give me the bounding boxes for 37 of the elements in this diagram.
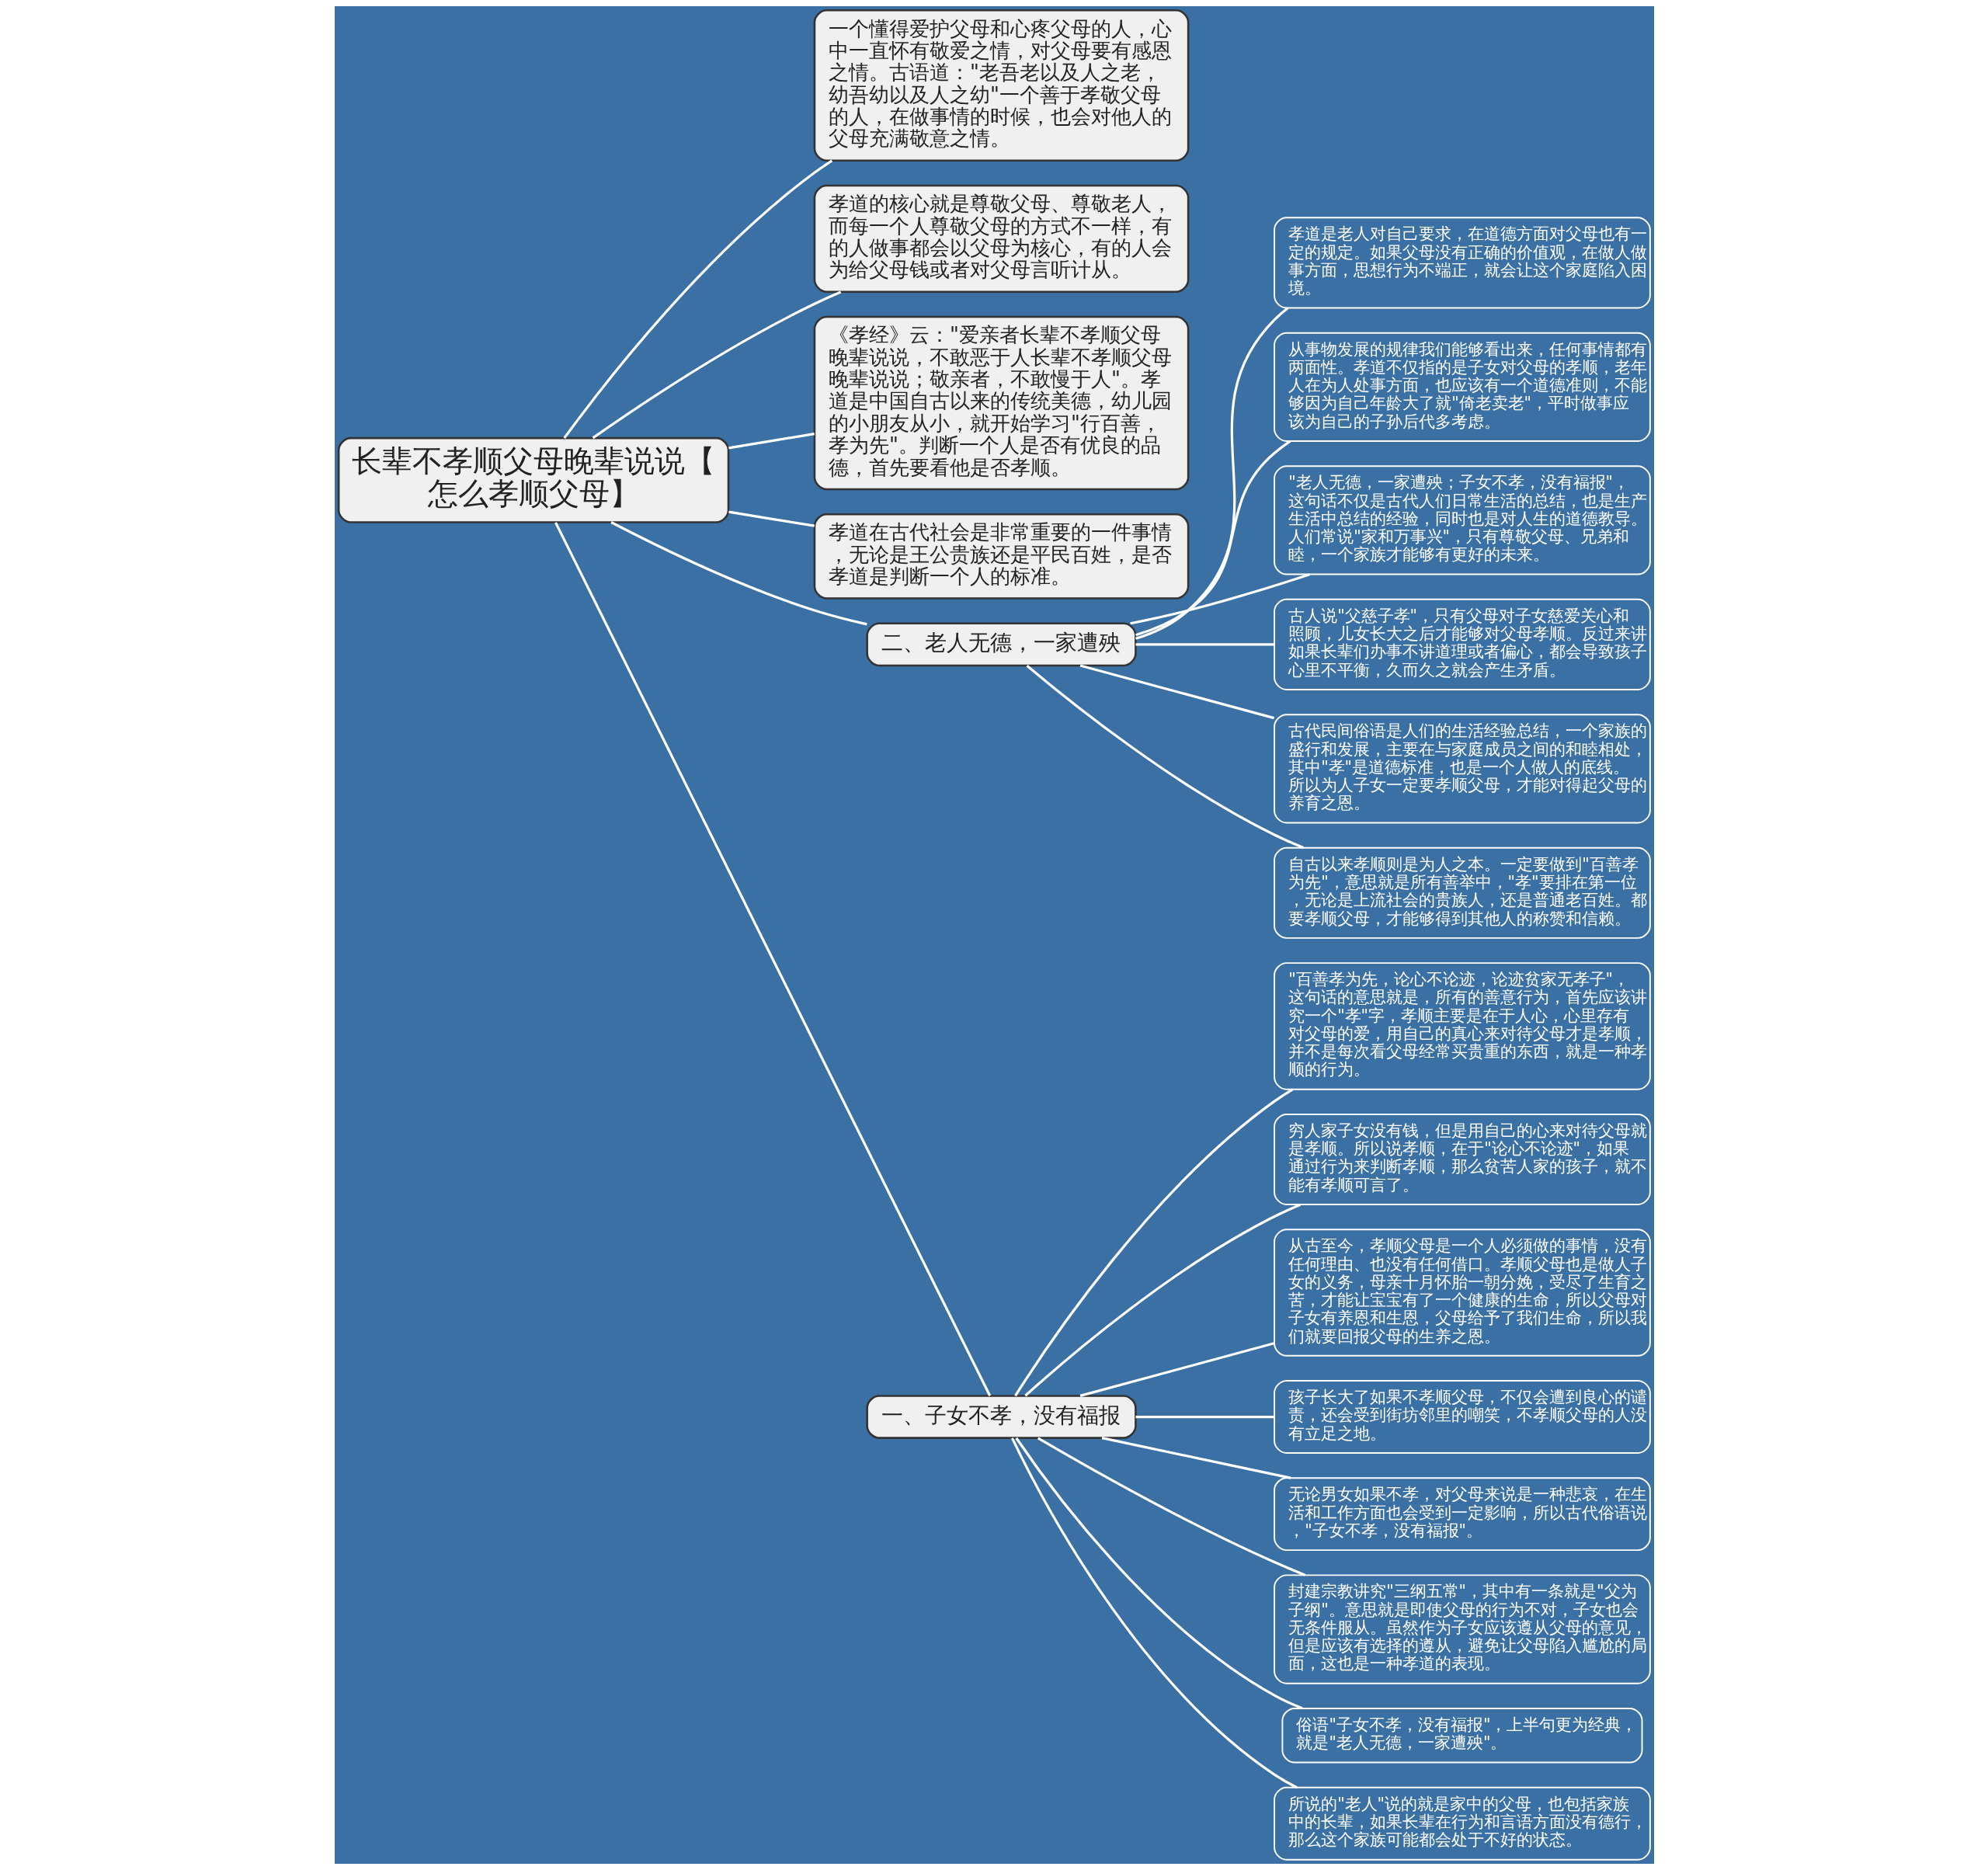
connector bbox=[1135, 440, 1291, 637]
node-box: 古代民间俗语是人们的生活经验总结，一个家族的盛行和发展，主要在与家庭成员之间的和睦相处，其中"孝"是道德标准，也是一个人做人的底线。所以为人子女一定要孝顺父母，才能对得起父母的养育之恩。 bbox=[1273, 714, 1651, 824]
node-box: 一、子女不孝，没有福报 bbox=[865, 1395, 1137, 1439]
connector bbox=[1014, 1437, 1303, 1710]
node-box: 无论男女如果不孝，对父母来说是一种悲哀，在生活和工作方面也会受到一定影响，所以古代俗语说，"子女不孝，没有福报"。 bbox=[1273, 1477, 1651, 1552]
node-box: 孝道在古代社会是非常重要的一件事情，无论是王公贵族还是平民百姓，是否孝道是判断一个人的标准。 bbox=[813, 513, 1189, 600]
connector bbox=[1135, 643, 1274, 646]
connector bbox=[1079, 1342, 1274, 1397]
node-box: 孝道是老人对自己要求，在道德方面对父母也有一定的规定。如果父母没有正确的价值观，在做人做事方面，思想行为不端正，就会让这个家庭陷入困境。 bbox=[1273, 217, 1651, 309]
node-box: "百善孝为先，论心不论迹，论迹贫家无孝子"，这句话的意思就是，所有的善意行为，首先应该讲究一个"孝"字，孝顺主要是在于人心，心里存有对父母的爱，用自己的真心来对待父母才是孝顺，并不是每次看父母经常买贵重的东西，就是一种孝顺的行为。 bbox=[1273, 962, 1651, 1090]
connector bbox=[554, 522, 991, 1397]
connector bbox=[1135, 1415, 1274, 1419]
node-box: 从古至今，孝顺父母是一个人必须做的事情，没有任何理由、也没有任何借口。孝顺父母也是做人子女的义务，母亲十月怀胎一朝分娩，受尽了生育之苦，才能让宝宝有了一个健康的生命，所以父母对子女有养恩和生恩，父母给予了我们生命，所以我们就要回报父母的生养之恩。 bbox=[1273, 1229, 1651, 1357]
node-box: 长辈不孝顺父母晚辈说说【怎么孝顺父母】 bbox=[337, 436, 729, 523]
node-box: 一个懂得爱护父母和心疼父母的人，心中一直怀有敬爱之情，对父母要有感恩之情。古语道："老吾老以及人之老，幼吾幼以及人之幼"一个善于孝敬父母的人，在做事情的时候，也会对他人的父母充满敬意之情。 bbox=[813, 9, 1189, 162]
node-box: "老人无德，一家遭殃；子女不孝，没有福报"，这句话不仅是古代人们日常生活的总结，也是生产生活中总结的经验，同时也是对人生的道德教导。人们常说"家和万事兴"，只有尊敬父母、兄弟和睦，一个家族才能够有更好的未来。 bbox=[1273, 465, 1651, 575]
connector bbox=[610, 521, 867, 626]
connector bbox=[1079, 664, 1274, 720]
node-box: 古人说"父慈子孝"，只有父母对子女慈爱关心和照顾，儿女长大之后才能够对父母孝顺。反过来讲如果长辈们办事不讲道理或者偏心，都会导致孩子心里不平衡，久而久之就会产生矛盾。 bbox=[1273, 598, 1651, 690]
node-box: 《孝经》云："爱亲者长辈不孝顺父母晚辈说说，不敢恶于人长辈不孝顺父母晚辈说说；敬亲者，不敢慢于人"。孝道是中国自古以来的传统美德，幼儿园的小朋友从小，就开始学习"行百善，孝为先"。判断一个人是否有优良的品德，首先要看他是否孝顺。 bbox=[813, 315, 1189, 491]
node-box: 穷人家子女没有钱，但是用自己的心来对待父母就是孝顺。所以说孝顺，在于"论心不论迹"，如果通过行为来判断孝顺，那么贫苦人家的孩子，就不能有孝顺可言了。 bbox=[1273, 1113, 1651, 1205]
node-box: 二、老人无德，一家遭殃 bbox=[865, 622, 1137, 667]
connector bbox=[1013, 1088, 1293, 1397]
node-box: 孝道的核心就是尊敬父母、尊敬老人，而每一个人尊敬父母的方式不一样，有的人做事都会以父母为核心，有的人会为给父母钱或者对父母言听计从。 bbox=[813, 184, 1189, 294]
node-box: 所说的"老人"说的就是家中的父母，也包括家族中的长辈，如果长辈在行为和言语方面没有德行，那么这个家族可能都会处于不好的状态。 bbox=[1273, 1786, 1651, 1861]
connector bbox=[1135, 307, 1288, 640]
node-box: 封建宗教讲究"三纲五常"，其中有一条就是"父为子纲"。意思就是即使父母的行为不对，子女也会无条件服从。虽然作为子女应该遵从父母的意见，但是应该有选择的遵从，避免让父母陷入尴尬的局面，这也是一种孝道的表现。 bbox=[1273, 1574, 1651, 1684]
connector bbox=[562, 159, 832, 439]
node-box: 自古以来孝顺则是为人之本。一定要做到"百善孝为先"，意思就是所有善举中，"孝"要排在第一位，无论是上流社会的贵族人，还是普通老百姓。都要孝顺父母，才能够得到其他人的称赞和信赖。 bbox=[1273, 846, 1651, 939]
connector bbox=[592, 290, 841, 440]
connector bbox=[1010, 1437, 1298, 1789]
connector bbox=[1101, 1437, 1291, 1479]
connector bbox=[728, 433, 815, 450]
node-box: 从事物发展的规律我们能够看出来，任何事情都有两面性。孝道不仅指的是子女对父母的孝顺，老年人在为人处事方面，也应该有一个道德准则，不能够因为自己年龄大了就"倚老卖老"，平时做事应该为自己的子孙后代多考虑。 bbox=[1273, 332, 1651, 442]
connector bbox=[728, 510, 815, 527]
node-box: 孩子长大了如果不孝顺父母，不仅会遭到良心的谴责，还会受到街坊邻里的嘲笑，不孝顺父母的人没有立足之地。 bbox=[1273, 1380, 1651, 1454]
node-box: 俗语"子女不孝，没有福报"，上半句更为经典，就是"老人无德，一家遭殃"。 bbox=[1281, 1707, 1642, 1764]
